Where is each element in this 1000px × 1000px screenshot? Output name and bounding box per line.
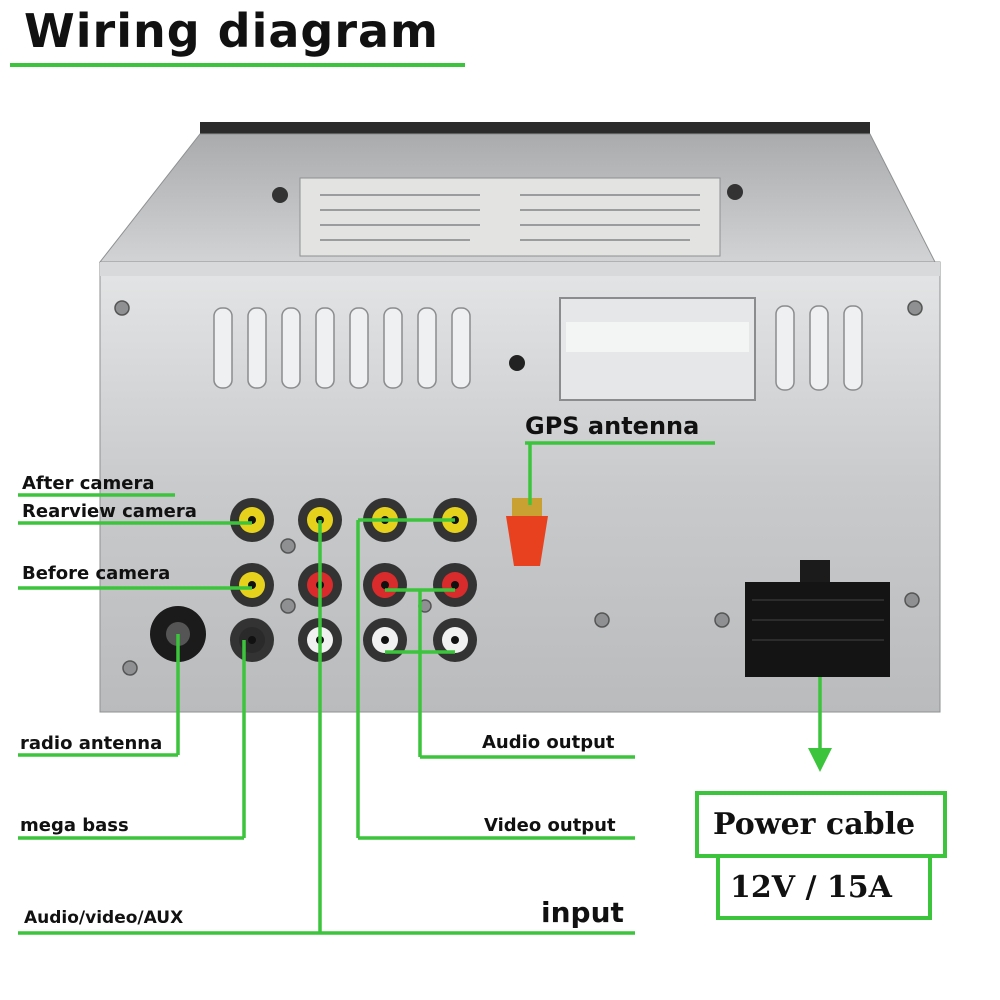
label-video-output: Video output bbox=[484, 815, 616, 836]
power-connector-icon bbox=[745, 560, 890, 677]
rca-jack-icon bbox=[230, 618, 274, 662]
label-rearview-camera: Rearview camera bbox=[22, 501, 197, 522]
gps-antenna-connector-icon bbox=[506, 498, 548, 566]
label-before-camera: Before camera bbox=[22, 563, 171, 584]
rca-jack-icon bbox=[363, 563, 407, 607]
label-audio-output: Audio output bbox=[482, 732, 615, 753]
power-cable-title: Power cable bbox=[713, 807, 916, 842]
power-cable-rating: 12V / 15A bbox=[730, 870, 892, 905]
rca-jack-icon bbox=[230, 563, 274, 607]
label-audio-video-aux: Audio/video/AUX bbox=[24, 908, 184, 928]
label-input: input bbox=[541, 896, 624, 929]
rca-jack-icon bbox=[363, 618, 407, 662]
label-after-camera: After camera bbox=[22, 473, 155, 494]
rca-jack-icon bbox=[433, 618, 477, 662]
rca-jack-icon bbox=[230, 498, 274, 542]
power-cable-box bbox=[695, 791, 947, 858]
label-radio-antenna: radio antenna bbox=[20, 733, 163, 754]
page-title: Wiring diagram bbox=[24, 4, 439, 58]
label-mega-bass: mega bass bbox=[20, 815, 129, 836]
label-gps-antenna: GPS antenna bbox=[525, 412, 700, 440]
arrow-down-icon bbox=[808, 748, 832, 772]
connection-lines bbox=[18, 441, 822, 935]
power-rating-box bbox=[716, 854, 932, 920]
rca-jack-icon bbox=[433, 563, 477, 607]
